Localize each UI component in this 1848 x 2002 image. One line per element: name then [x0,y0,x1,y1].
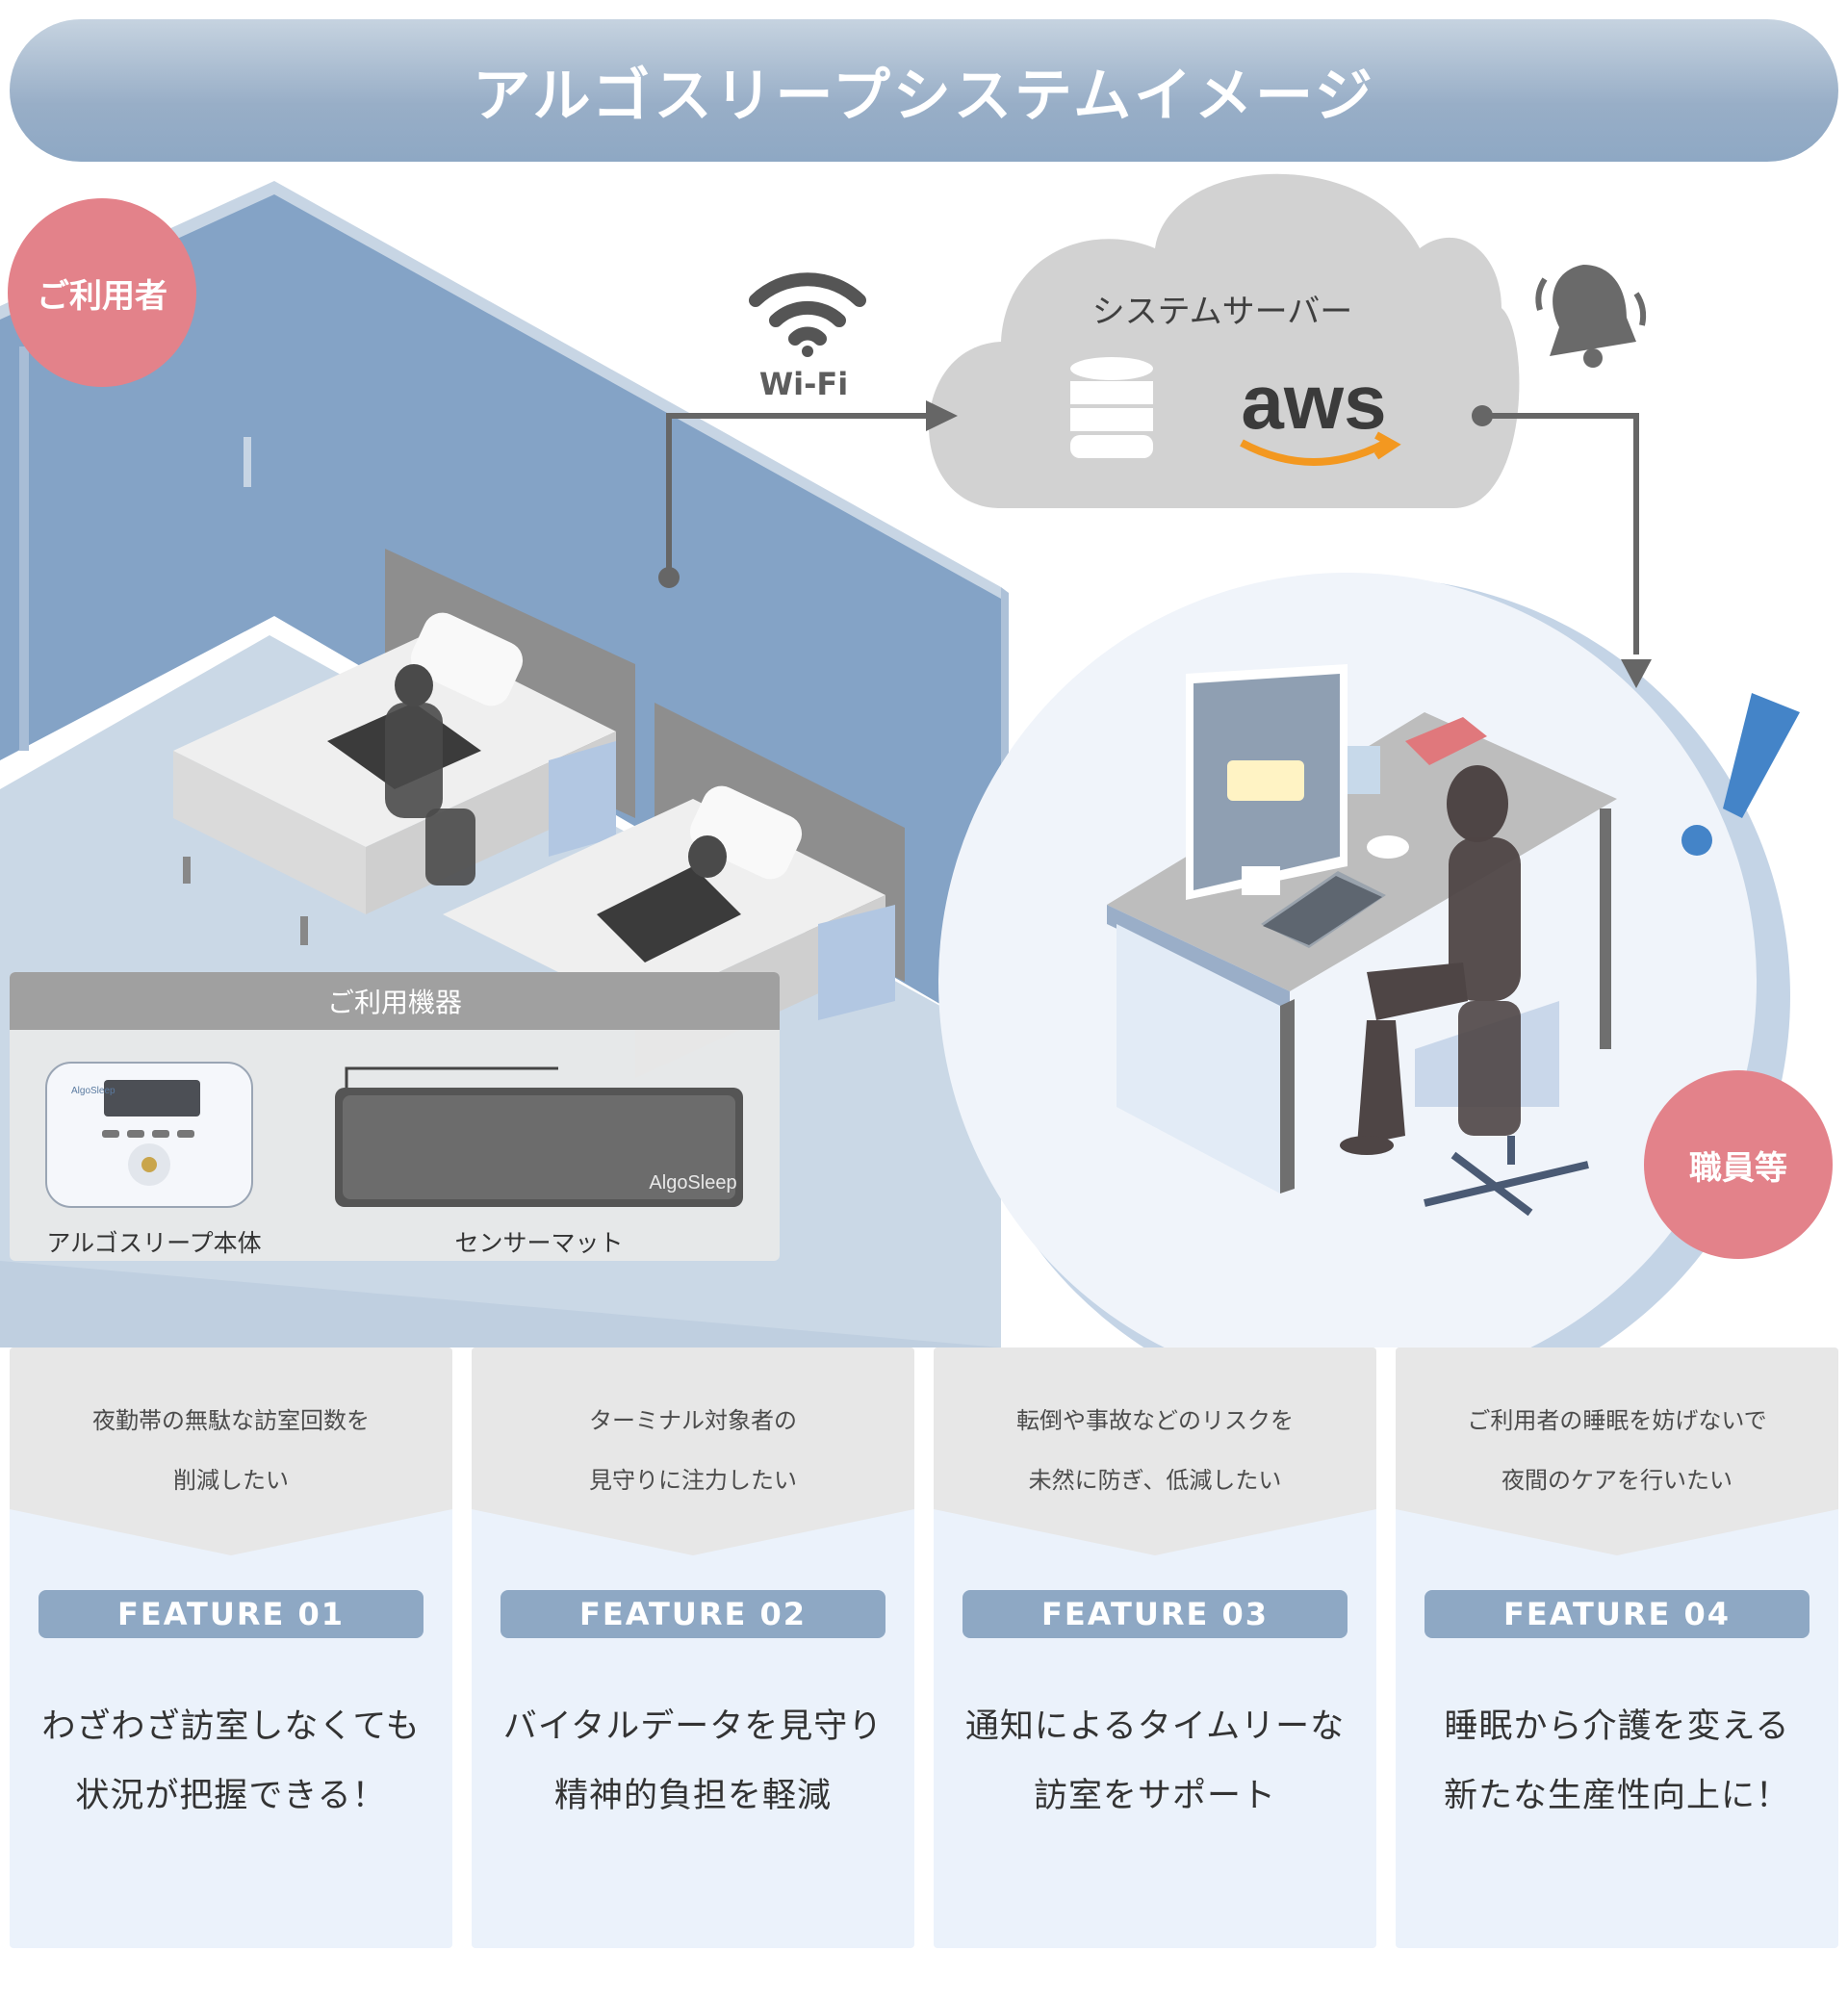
equipment-images: AlgoSleep AlgoSleep [45,1062,743,1208]
page-title: アルゴスリープシステムイメージ [473,62,1375,130]
feature-card-2: ターミナル対象者の 見守りに注力したい FEATURE 02 バイタルデータを見… [472,1348,914,1948]
feature-card-3: 転倒や事故などのリスクを 未然に防ぎ、低減したい FEATURE 03 通知によ… [934,1348,1376,1948]
arrow-down-icon [1621,659,1652,688]
algosleep-device-icon: AlgoSleep [45,1062,253,1208]
sensor-mat-icon: AlgoSleep [335,1066,743,1207]
equipment-header: ご利用機器 [10,972,780,1030]
need-box [1396,1348,1838,1555]
title-banner: アルゴスリープシステムイメージ [10,19,1838,162]
feature-text: 睡眠から介護を変える [1444,1707,1790,1746]
need-box [10,1348,452,1555]
pen-holder-icon [1348,746,1380,794]
feature-text: 訪室をサポート [1033,1777,1276,1815]
feature-text: 通知によるタイムリーな [964,1707,1346,1746]
feature-text: 新たな生産性向上に！ [1443,1777,1790,1815]
need-text: 夜間のケアを行いたい [1502,1467,1732,1494]
wifi-icon [749,272,866,357]
feature-text: わざわざ訪室しなくても [41,1707,421,1746]
door-frame [19,346,29,751]
server-label: システムサーバー [1091,293,1353,331]
mat-caption: センサーマット [454,1229,624,1257]
person-sitting [395,664,433,706]
feature-card-1: 夜勤帯の無駄な訪室回数を 削減したい FEATURE 01 わざわざ訪室しなくて… [10,1348,452,1948]
need-text: 転倒や事故などのリスクを [1016,1407,1294,1434]
need-text: 見守りに注力したい [589,1467,797,1494]
feature-text: バイタルデータを見守り [502,1707,884,1746]
feature-text: 状況が把握できる！ [75,1777,387,1815]
mouse-icon [1367,835,1409,859]
user-badge: ご利用者 [8,198,196,387]
need-text: ご利用者の睡眠を妨げないで [1467,1407,1767,1434]
feature-badge: FEATURE 02 [500,1590,886,1638]
wifi-label: Wi-Fi [758,366,849,402]
need-box [472,1348,914,1555]
staff-person [1340,765,1589,1217]
need-text: 夜勤帯の無駄な訪室回数を [92,1407,370,1434]
connector-arrows [658,400,1652,688]
door-handle-icon [244,437,251,487]
bedside-cabinet-1 [549,741,616,857]
alert-exclamation-icon [1681,693,1800,856]
feature-card-4: ご利用者の睡眠を妨げないで 夜間のケアを行いたい FEATURE 04 睡眠から… [1396,1348,1838,1948]
need-text: 削減したい [173,1467,289,1494]
bed-1 [173,549,635,945]
cloud-server: aws [929,173,1520,509]
aws-logo: aws [1241,359,1386,445]
aws-smile-icon [1240,439,1388,466]
need-text: 未然に防ぎ、低減したい [1028,1467,1282,1494]
bedside-cabinet-2 [818,905,895,1020]
staff-area-circle [938,573,1757,1348]
arrow-right-icon [926,400,958,431]
sensor-mat-2 [597,866,741,962]
person-lying [688,835,727,878]
books-icon [1405,717,1487,765]
database-icon [1070,357,1153,458]
staff-badge: 職員等 [1644,1070,1833,1259]
need-box [934,1348,1376,1555]
bell-icon [1535,265,1647,368]
equipment-panel: ご利用機器 AlgoSleep AlgoSleep アルゴスリープ本体 センサー… [10,972,780,1261]
feature-text: 精神的負担を軽減 [553,1777,832,1815]
mat-logo: AlgoSleep [649,1172,736,1194]
feature-badge: FEATURE 04 [1424,1590,1810,1638]
device-caption: アルゴスリープ本体 [46,1229,262,1257]
need-text: ターミナル対象者の [589,1407,797,1434]
device-logo: AlgoSleep [71,1086,116,1096]
alert-popup [1227,760,1304,801]
feature-badge: FEATURE 03 [962,1590,1348,1638]
feature-badge: FEATURE 01 [38,1590,424,1638]
